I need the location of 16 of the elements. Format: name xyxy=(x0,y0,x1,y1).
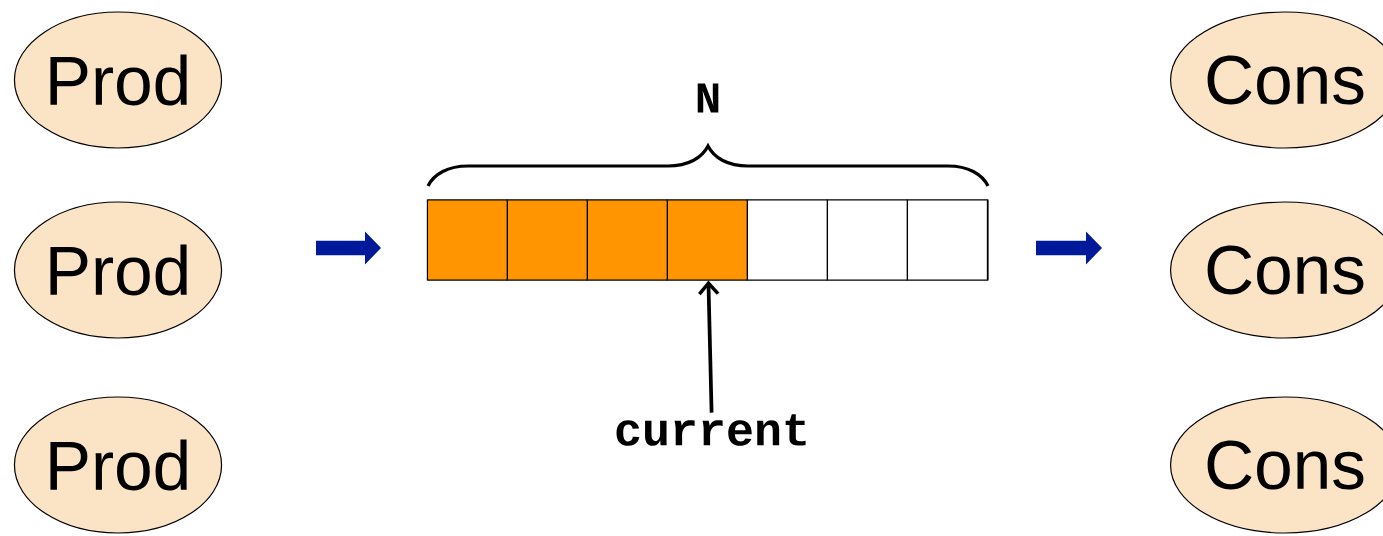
ellipse-node: Cons xyxy=(1169,11,1383,149)
buffer-cell xyxy=(746,199,828,281)
buffer-cell xyxy=(426,199,508,281)
ellipse-node: Prod xyxy=(13,11,223,149)
buffer-cell xyxy=(586,199,668,281)
arrow xyxy=(698,280,720,413)
buffer-cell xyxy=(906,199,988,281)
ellipse-node: Prod xyxy=(13,201,223,339)
ellipse-node: Cons xyxy=(1169,201,1383,339)
pointer-label: current xyxy=(616,414,806,446)
ellipse-node: Prod xyxy=(13,396,223,534)
brace-label: N xyxy=(697,83,719,113)
ellipse-node: Cons xyxy=(1169,396,1383,534)
buffer-cell xyxy=(506,199,588,281)
buffer-cell xyxy=(826,199,908,281)
buffer-cell xyxy=(666,199,748,281)
